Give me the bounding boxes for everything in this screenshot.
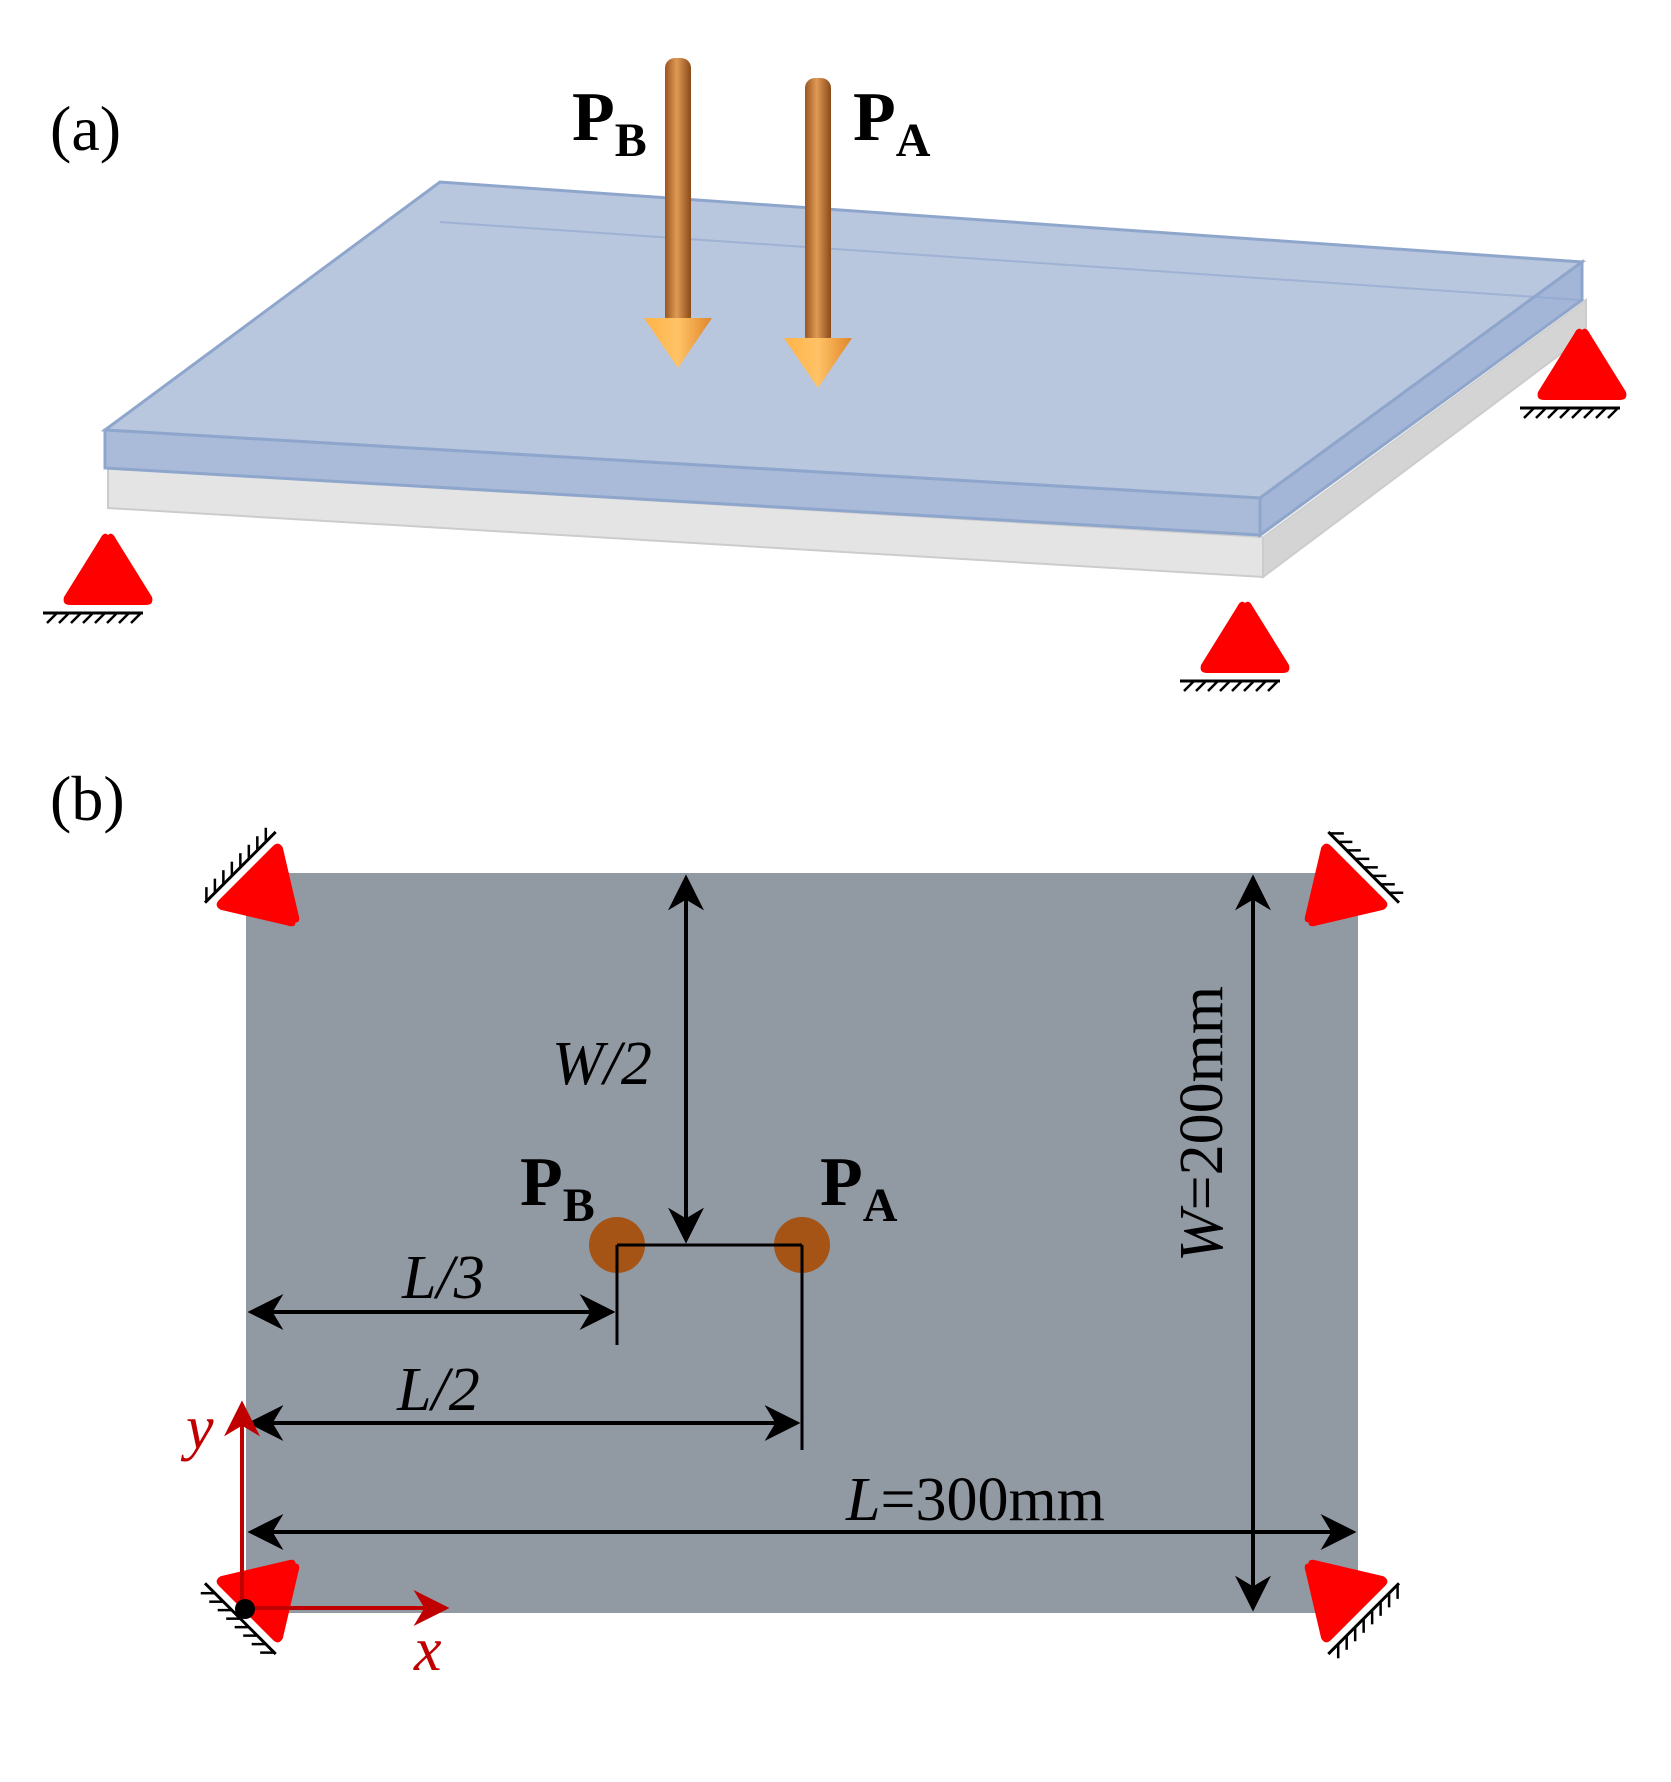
axis-x-label: x [413, 1616, 442, 1684]
panel-b-label: (b) [50, 763, 125, 834]
dim-l-third-label: L/3 [401, 1244, 485, 1312]
support-a-front-right [1178, 601, 1290, 693]
dim-w-half-label: W/2 [552, 1030, 652, 1098]
dimension-lines [247, 874, 1357, 1612]
axis-y-label: y [180, 1394, 214, 1462]
load-arrow-a [784, 78, 852, 388]
panel-a: (a) [41, 58, 1627, 693]
dim-l-half-label: L/2 [396, 1356, 480, 1424]
panel-a-label: (a) [50, 93, 121, 164]
load-label-b-plan: PB [520, 1144, 595, 1232]
support-a-front-left [41, 533, 153, 625]
load-label-b: PB [572, 79, 647, 167]
load-label-a: PA [853, 79, 931, 167]
load-arrow-b [644, 58, 712, 368]
dim-width-label: W=200mm [1168, 986, 1236, 1262]
load-label-a-plan: PA [820, 1144, 898, 1232]
panel-b: (b) [50, 763, 1408, 1684]
origin-point [235, 1599, 255, 1619]
coordinate-axes [224, 1400, 450, 1626]
dim-length-label: L=300mm [845, 1466, 1105, 1534]
